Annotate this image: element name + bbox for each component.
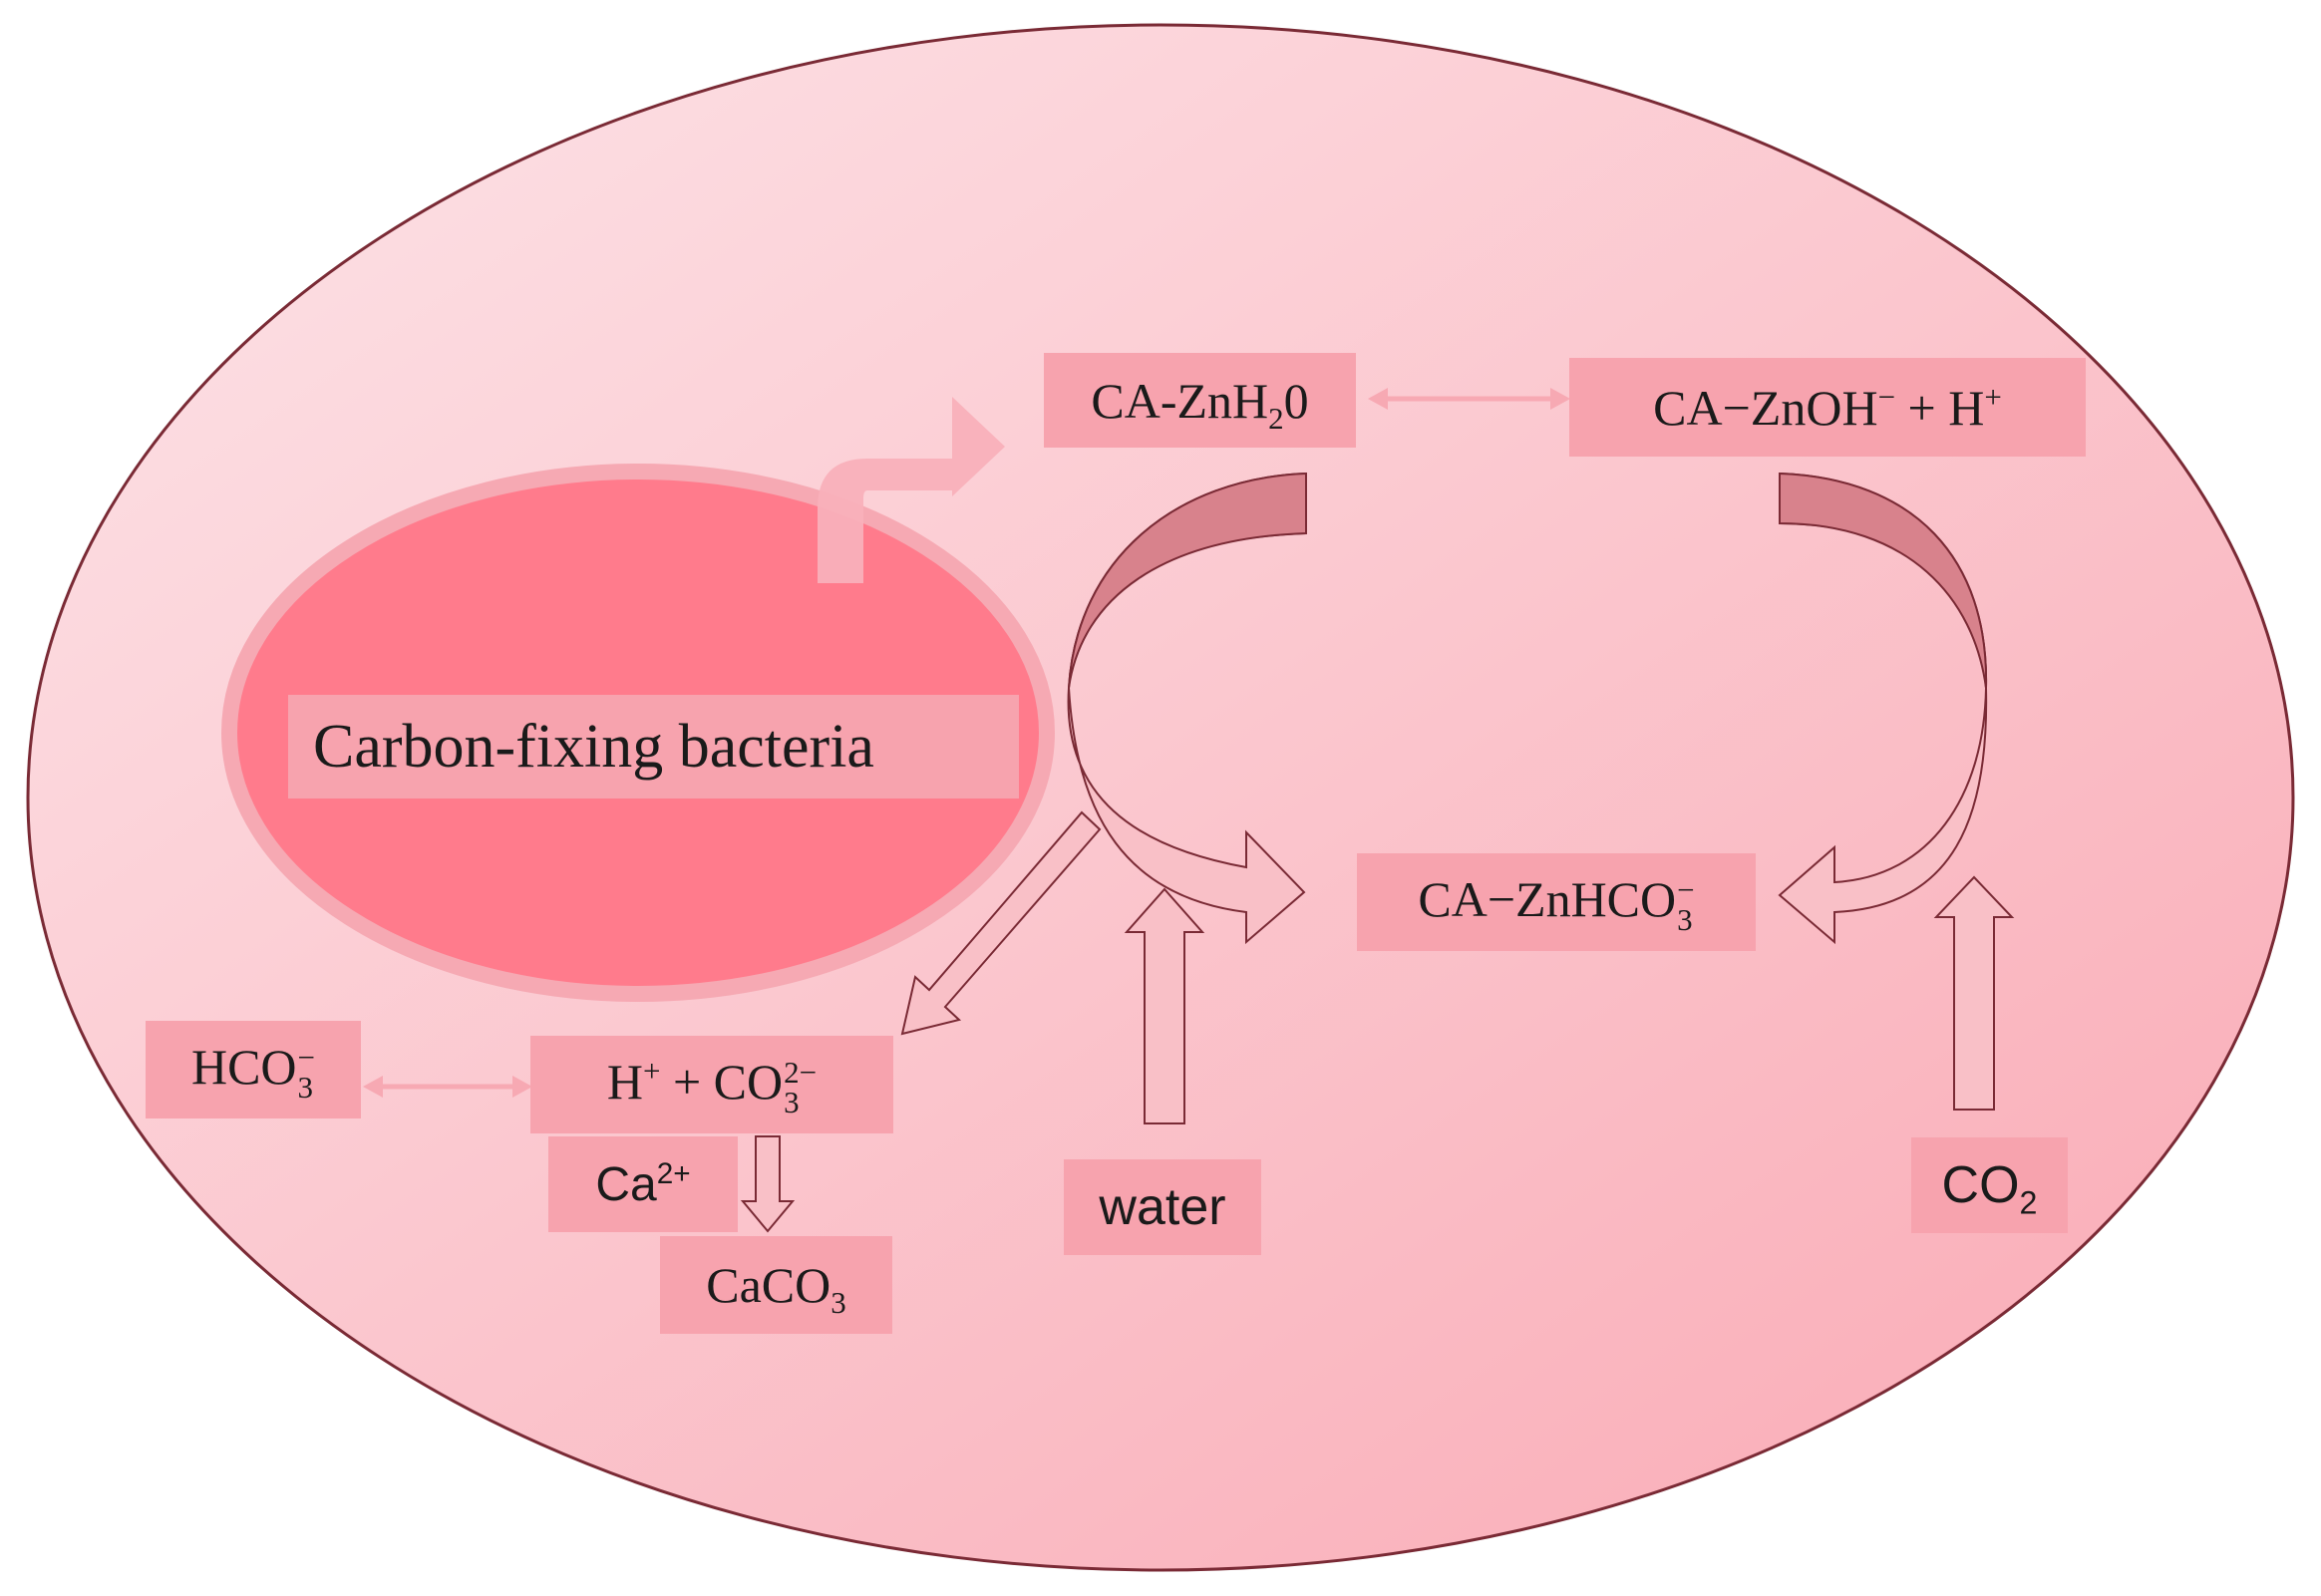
ca-znhco3-label: CA−ZnHCO−3 bbox=[1357, 853, 1756, 951]
caco3-text: CaCO3 bbox=[706, 1257, 846, 1320]
bacteria-label: Carbon-fixing bacteria bbox=[288, 695, 1019, 798]
ca-znoh-label: CA−ZnOH− + H+ bbox=[1569, 358, 2086, 457]
down-arrow-icon bbox=[740, 1135, 796, 1233]
double-arrow-icon bbox=[363, 1076, 532, 1098]
up-arrow-icon bbox=[1124, 887, 1205, 1124]
bacteria-label-text: Carbon-fixing bacteria bbox=[313, 712, 874, 781]
bent-arrow-icon bbox=[818, 397, 1005, 583]
ca2-label: Ca2+ bbox=[548, 1136, 738, 1232]
water-text: water bbox=[1099, 1178, 1226, 1236]
ca-znh2o-label: CA-ZnH20 bbox=[1044, 353, 1356, 448]
diagonal-arrow-icon bbox=[900, 810, 1102, 1036]
hco3-label: HCO−3 bbox=[146, 1021, 361, 1118]
curved-arrow-icon bbox=[1778, 472, 1988, 945]
double-arrow-icon bbox=[1368, 388, 1570, 410]
hco3-text: HCO−3 bbox=[190, 1039, 316, 1105]
water-label: water bbox=[1064, 1159, 1261, 1255]
co2-text: CO2 bbox=[1941, 1156, 2038, 1221]
ca-znoh-text: CA−ZnOH− + H+ bbox=[1653, 378, 2002, 436]
co2-label: CO2 bbox=[1911, 1137, 2068, 1233]
up-arrow-icon bbox=[1933, 875, 2015, 1111]
ca-znh2o-text: CA-ZnH20 bbox=[1091, 372, 1309, 436]
ca2-text: Ca2+ bbox=[595, 1156, 691, 1211]
caco3-label: CaCO3 bbox=[660, 1236, 892, 1334]
ca-znhco3-text: CA−ZnHCO−3 bbox=[1418, 871, 1695, 937]
curved-arrow-icon bbox=[1067, 472, 1307, 945]
